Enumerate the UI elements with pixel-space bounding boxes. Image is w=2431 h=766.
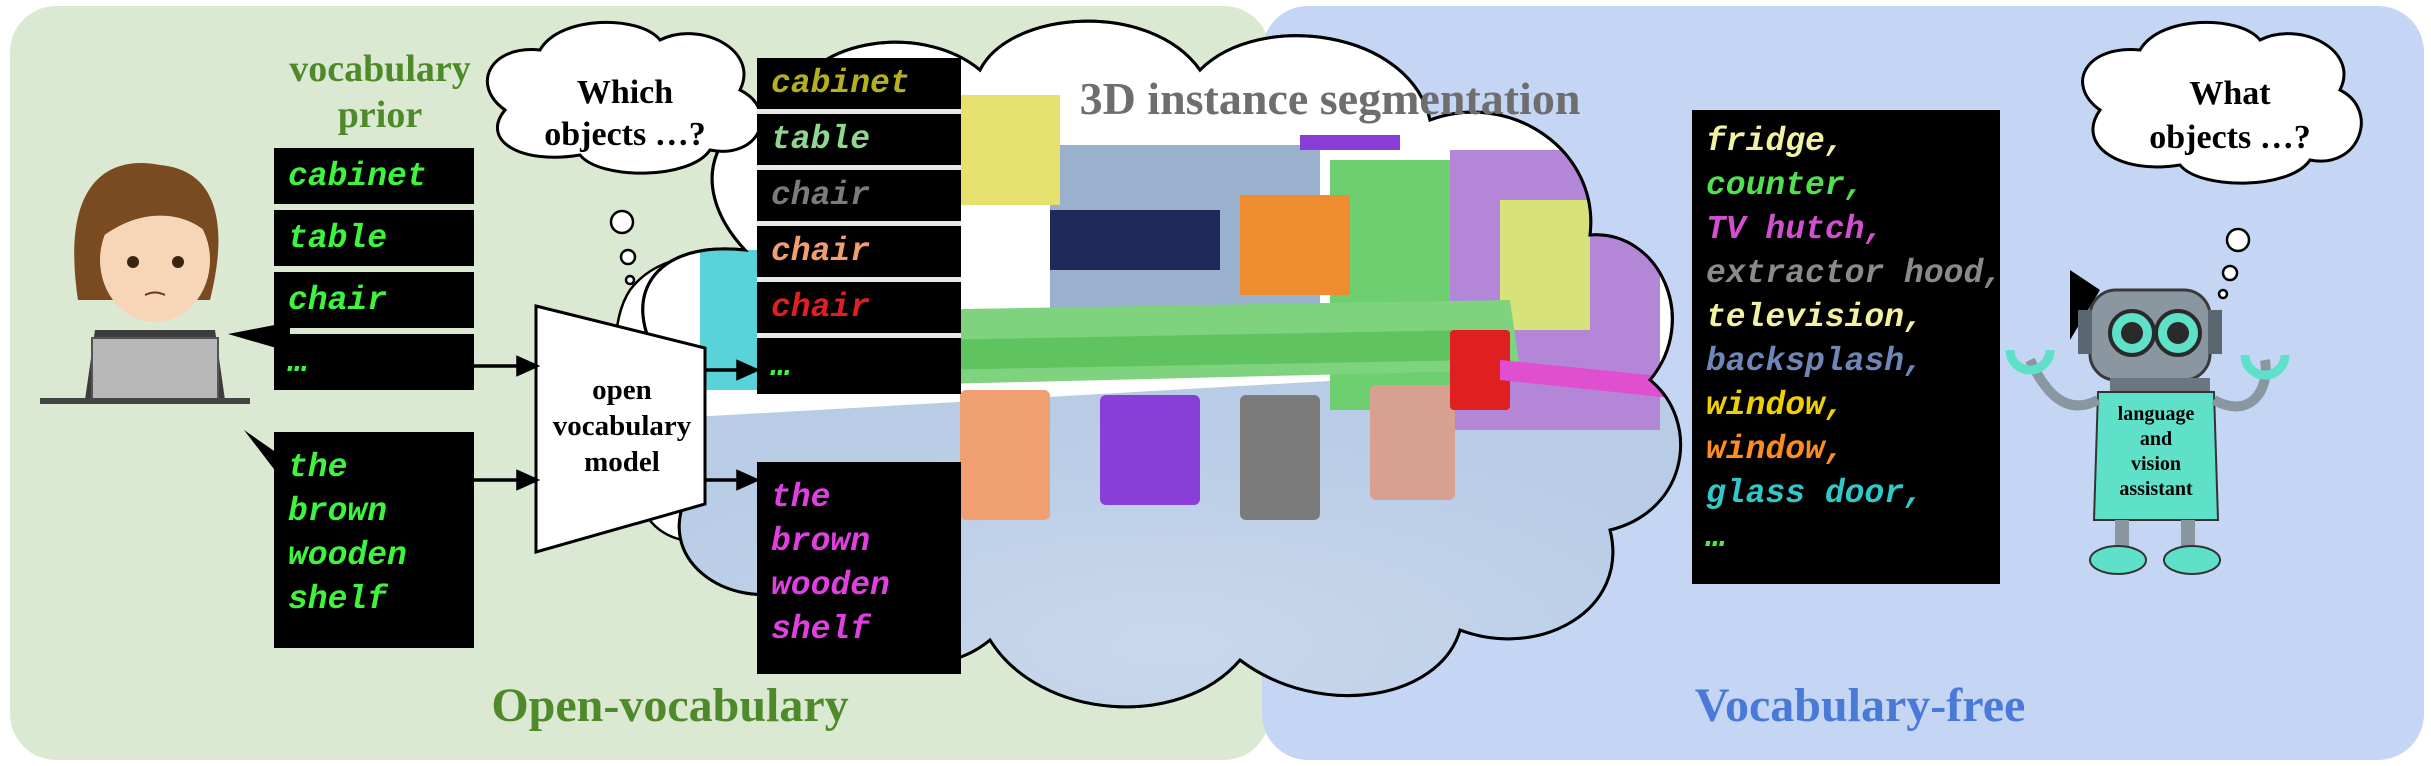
robot-label-line1: language xyxy=(2117,403,2195,425)
robot-assistant xyxy=(2005,288,2290,575)
result-label-item: table xyxy=(757,114,961,170)
result-query-line: wooden xyxy=(771,567,890,604)
model-label: open vocabulary model xyxy=(542,372,702,480)
result-query-box: the brown wooden shelf xyxy=(757,462,961,674)
thought-right-line1: What xyxy=(2189,75,2271,112)
text-query-box: the brown wooden shelf xyxy=(274,432,474,648)
result-label-item: chair xyxy=(757,282,961,338)
vocab-prior-item: cabinet xyxy=(274,148,474,204)
result-label-item: … xyxy=(771,347,791,385)
robot-label-line4: assistant xyxy=(2119,478,2193,500)
result-query-line: brown xyxy=(771,523,871,560)
vocabulary-prior-title-line1: vocabulary xyxy=(289,48,471,90)
query-line: wooden xyxy=(288,537,407,574)
robot-label-line3: vision xyxy=(2130,453,2182,475)
flow-arrows xyxy=(472,355,761,491)
vocabulary-prior-title: vocabulary prior xyxy=(280,46,480,138)
free-vocabulary-item: television, xyxy=(1706,299,1924,336)
free-vocabulary-item: backsplash, xyxy=(1706,343,1924,380)
user-avatar xyxy=(40,163,250,404)
thought-left-line2: objects …? xyxy=(544,116,706,153)
robot-label-line2: and xyxy=(2139,428,2173,450)
free-vocabulary-item: TV hutch, xyxy=(1706,211,1885,248)
thought-text-right: What objects …? xyxy=(2110,72,2350,160)
thought-left-line1: Which xyxy=(576,74,674,111)
thought-cloud-left xyxy=(485,20,763,175)
free-vocabulary-list: fridge, counter, TV hutch, extractor hood, t… xyxy=(1692,110,2004,584)
vocab-prior-item: chair xyxy=(274,272,474,328)
open-vocabulary-model-block xyxy=(534,304,707,554)
model-label-line1: open xyxy=(592,374,652,406)
thought-text-left: Which objects …? xyxy=(510,72,740,156)
thought-right-line2: objects …? xyxy=(2149,119,2311,156)
speech-tail-robot xyxy=(2070,270,2100,340)
vocab-prior-item: … xyxy=(274,334,474,390)
vocab-prior-list: cabinet table chair … xyxy=(274,148,474,390)
result-label-item: chair xyxy=(757,226,961,282)
robot-label: language and vision assistant xyxy=(2098,402,2214,502)
vocabulary-prior-title-line2: prior xyxy=(337,94,423,136)
result-label-item: chair xyxy=(757,170,961,226)
free-vocabulary-item: extractor hood, xyxy=(1706,255,2004,292)
vocabulary-free-label: Vocabulary-free xyxy=(1694,679,2026,732)
center-title: 3D instance segmentation xyxy=(1079,73,1581,124)
free-vocabulary-item: window, xyxy=(1706,431,1845,468)
free-vocabulary-item: fridge, xyxy=(1706,123,1845,160)
result-query-line: the xyxy=(771,479,831,516)
model-label-line3: model xyxy=(584,446,660,478)
result-query-line: shelf xyxy=(771,611,871,648)
vocab-prior-item: table xyxy=(274,210,474,266)
open-vocabulary-label: Open-vocabulary xyxy=(491,679,849,732)
free-vocabulary-item: glass door, xyxy=(1706,475,1924,512)
thought-cloud-right xyxy=(2081,20,2363,185)
result-label-item: cabinet xyxy=(757,58,961,114)
query-line: shelf xyxy=(288,581,388,618)
model-label-line2: vocabulary xyxy=(552,410,692,442)
free-vocabulary-item: … xyxy=(1706,519,1726,556)
query-line: the xyxy=(288,449,348,486)
free-vocabulary-item: window, xyxy=(1706,387,1845,424)
query-line: brown xyxy=(288,493,388,530)
free-vocabulary-item: counter, xyxy=(1706,167,1865,204)
